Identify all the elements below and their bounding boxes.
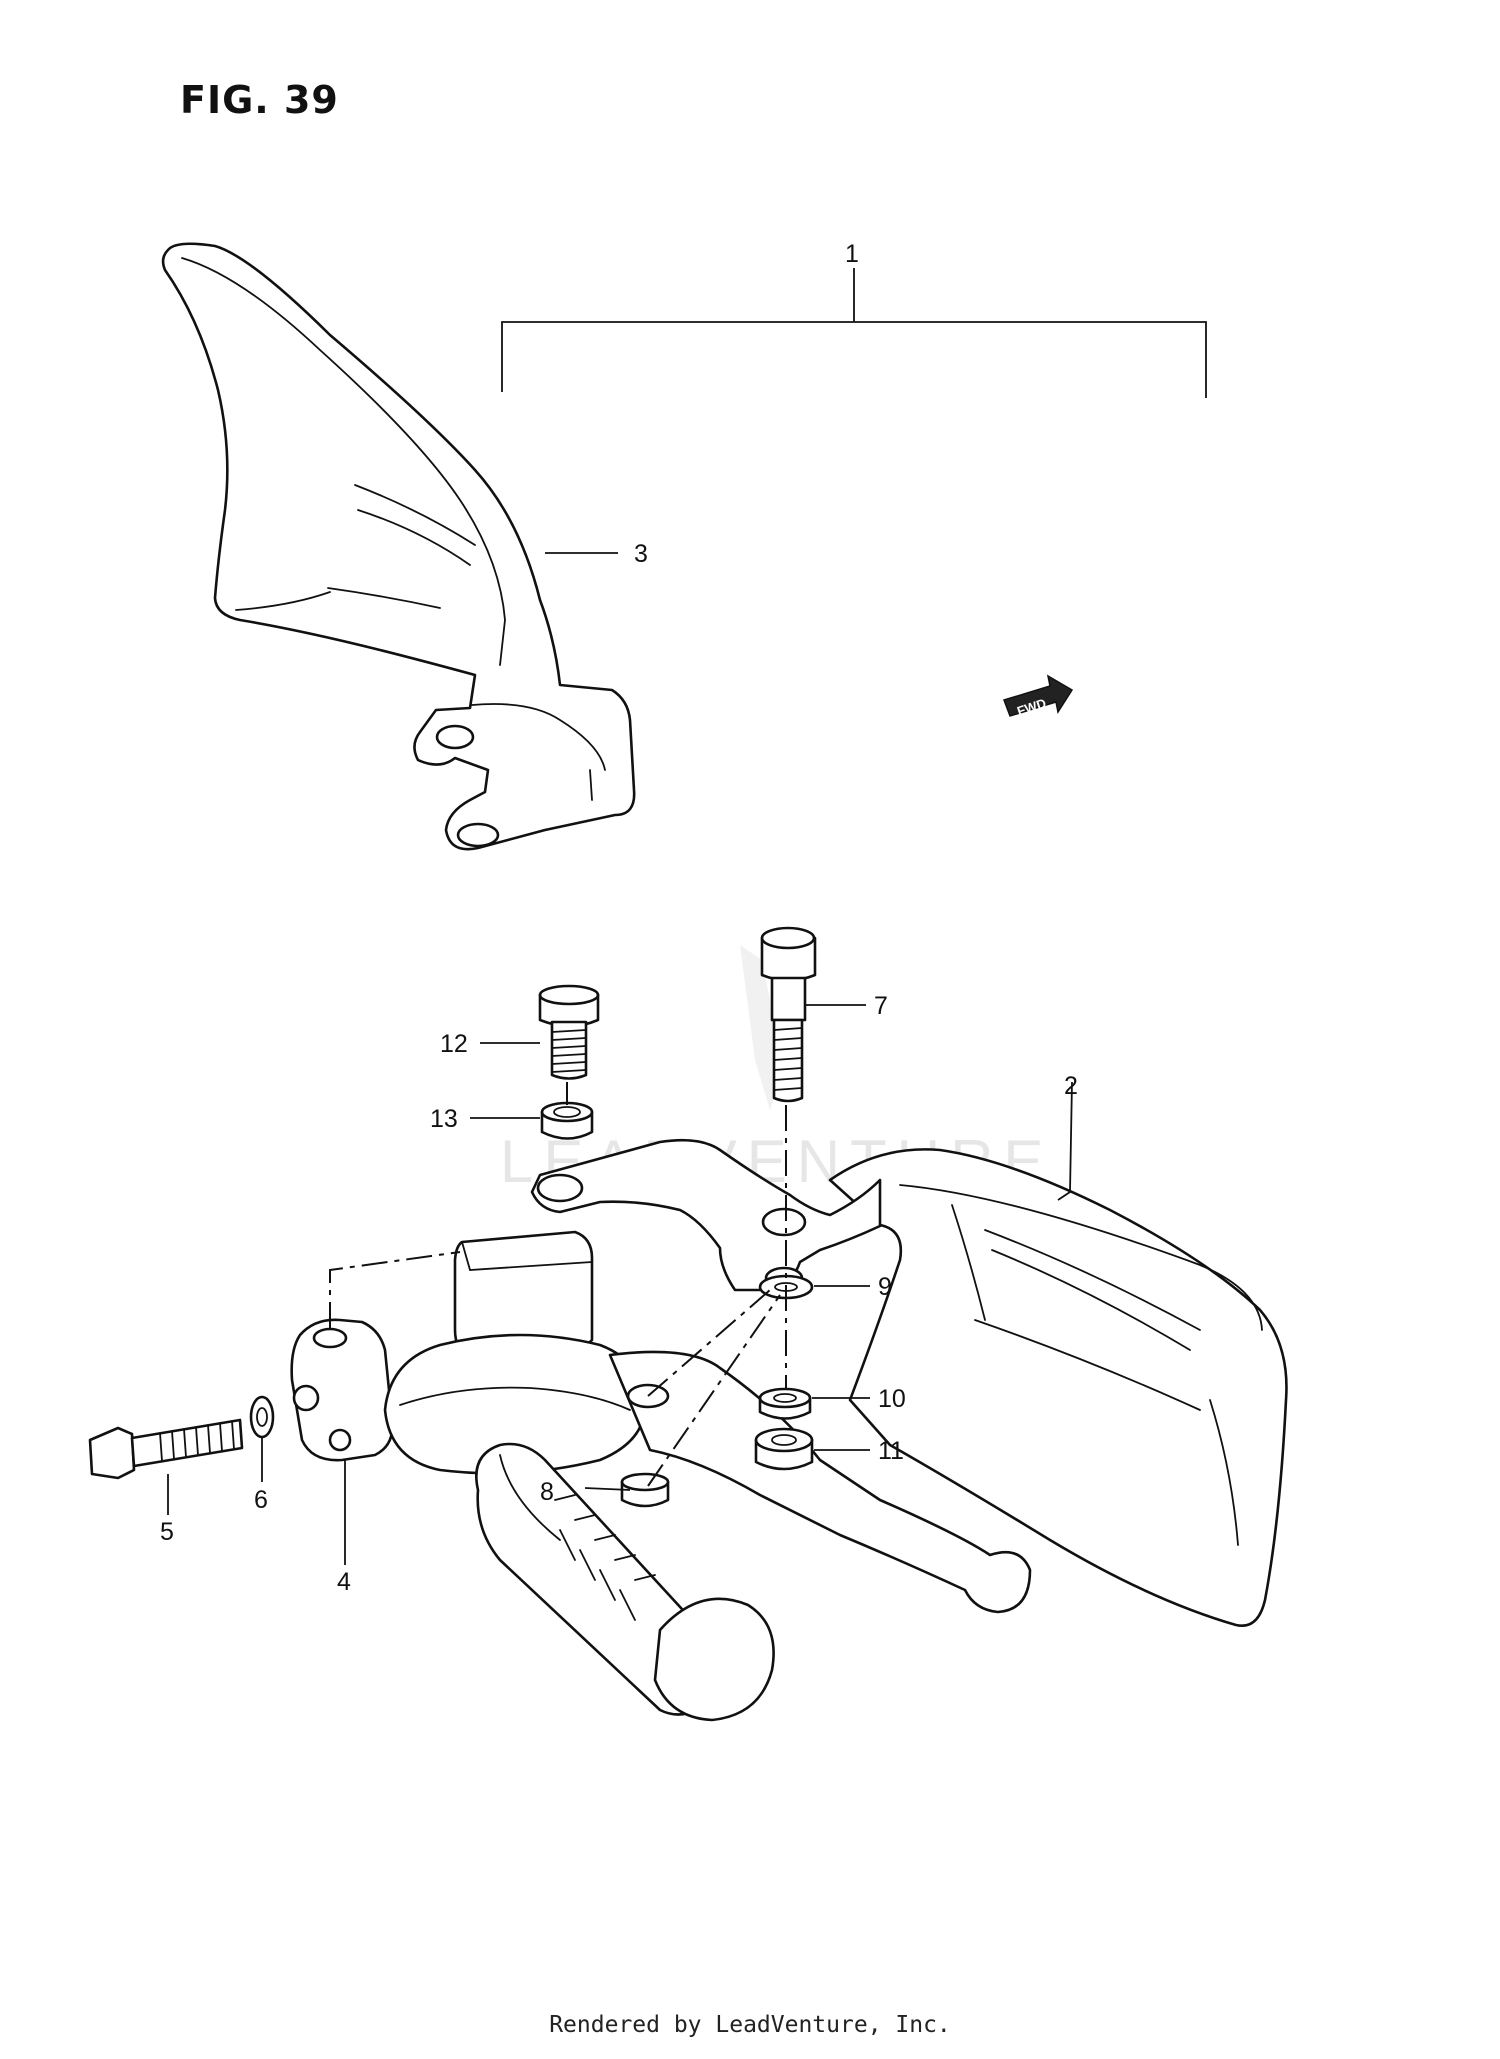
callout-11: 11	[878, 1437, 904, 1465]
nut-8	[620, 1472, 670, 1508]
bolt-7	[760, 926, 817, 1103]
handle-grip	[475, 1442, 775, 1722]
callout-9: 9	[878, 1273, 892, 1301]
callout-12: 12	[440, 1030, 468, 1058]
callouts: 1 2 3 4 5 6 7 8 9 10 11 12 13	[160, 240, 1078, 1596]
callout-1: 1	[845, 240, 859, 268]
hand-guard-right	[828, 1148, 1288, 1627]
washer-6	[249, 1395, 275, 1439]
bolt-12	[538, 984, 600, 1080]
callout-7: 7	[874, 992, 888, 1020]
callout-2: 2	[1064, 1072, 1078, 1100]
callout-8: 8	[540, 1478, 554, 1506]
figure-title: FIG. 39	[180, 78, 339, 122]
assembly-bracket	[501, 268, 1207, 398]
callout-13: 13	[430, 1105, 458, 1133]
nut-11	[754, 1427, 814, 1471]
callout-4: 4	[337, 1568, 351, 1596]
callout-10: 10	[878, 1385, 906, 1413]
callout-6: 6	[254, 1486, 268, 1514]
callout-5: 5	[160, 1518, 174, 1546]
collar-13	[540, 1101, 594, 1140]
bolt-5	[88, 1418, 244, 1480]
lever-perch	[290, 1230, 1032, 1614]
assembly-lines	[329, 1082, 787, 1487]
mount-bracket	[530, 1138, 882, 1292]
leader-lines	[167, 552, 1073, 1565]
fwd-arrow: FWD	[1003, 674, 1074, 719]
nut-10	[758, 1387, 812, 1420]
hand-guard-left	[161, 242, 636, 851]
footer-credit: Rendered by LeadVenture, Inc.	[549, 2012, 951, 2038]
callout-3: 3	[634, 540, 648, 568]
